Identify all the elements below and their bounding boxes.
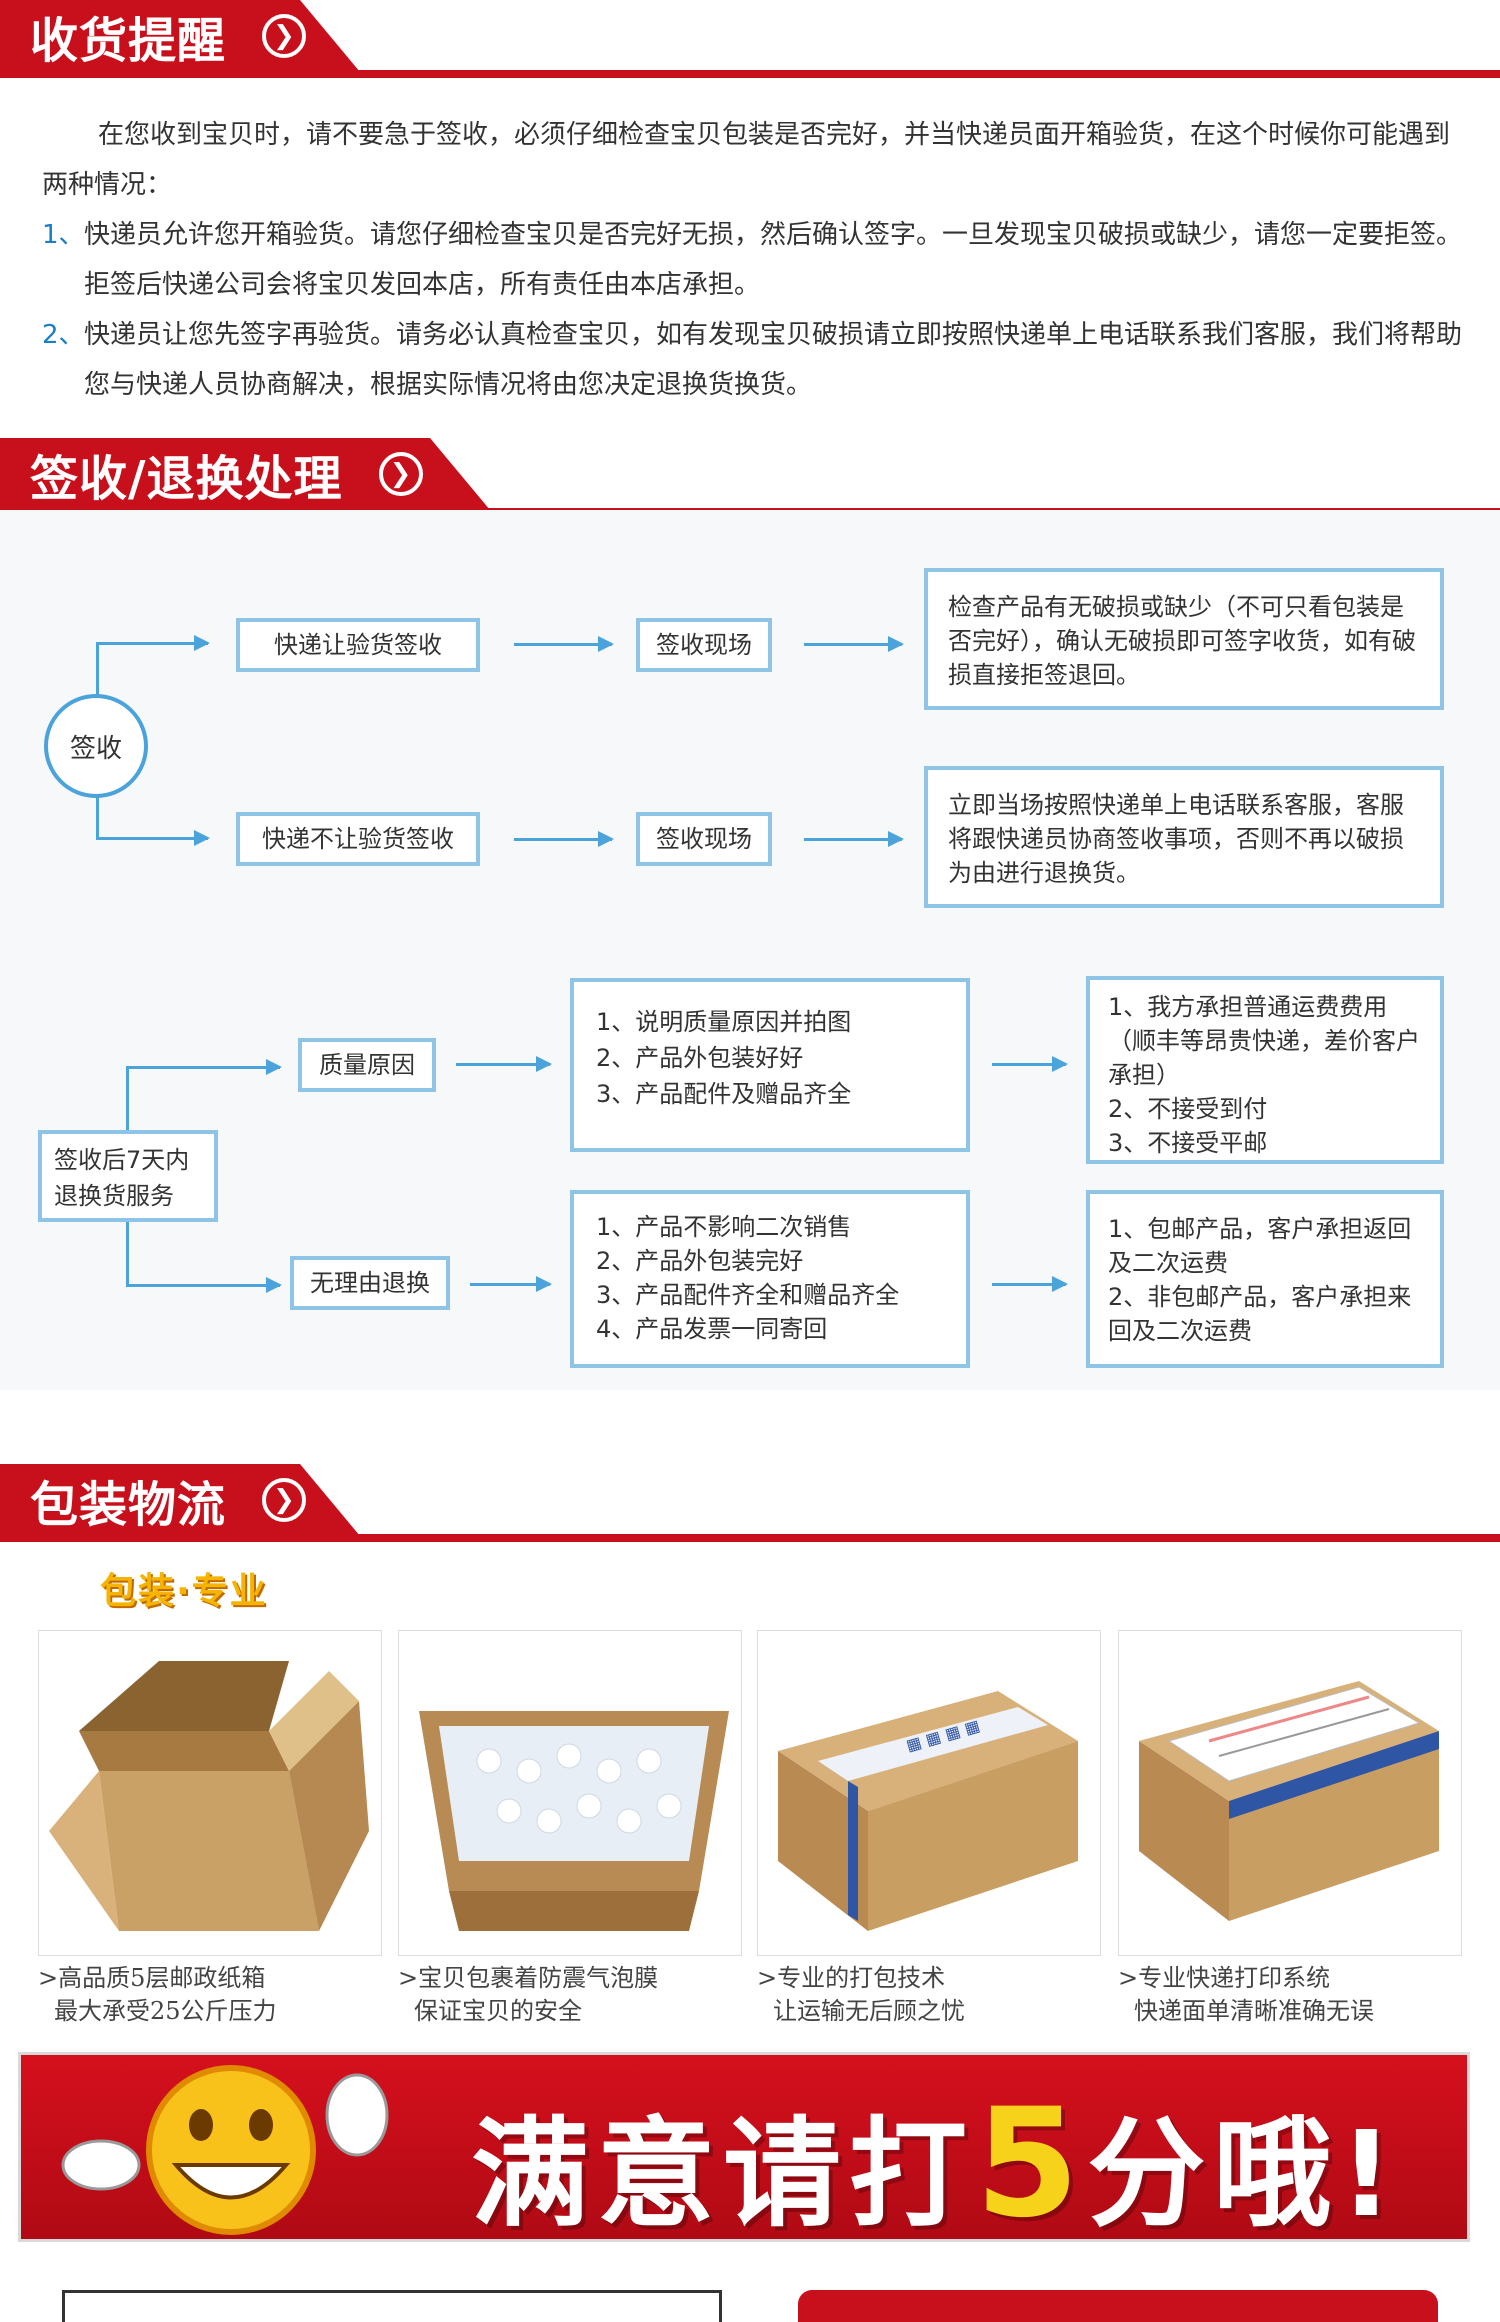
branch-label: 质量原因 <box>298 1038 436 1092</box>
step-box: 签收现场 <box>636 618 772 672</box>
photo-caption: >专业的打包技术 让运输无后顾之忧 <box>757 1962 1101 2028</box>
photo-bubble-wrap <box>398 1630 742 1956</box>
intro-text: 在您收到宝贝时，请不要急于签收，必须仔细检查宝贝包装是否完好，并当快递员面开箱验… <box>42 120 1451 200</box>
arrow <box>804 636 904 652</box>
list-item: 2、 快递员让您先签字再验货。请务必认真检查宝贝，如有发现宝贝破损请立即按照快递… <box>42 310 1462 410</box>
caption-line: >专业的打包技术 <box>757 1964 946 1992</box>
outcome-item: 2、非包邮产品，客户承担来回及二次运费 <box>1108 1283 1412 1345</box>
outcome-item: 2、不接受到付 <box>1108 1095 1268 1123</box>
item-text: 快递员让您先签字再验货。请务必认真检查宝贝，如有发现宝贝破损请立即按照快递单上电… <box>84 320 1463 400</box>
photo-open-box <box>38 1630 382 1956</box>
condition-item: 4、产品发票一同寄回 <box>596 1315 828 1343</box>
caption-line: >高品质5层邮政纸箱 <box>38 1964 266 1992</box>
conditions-box: 1、说明质量原因并拍图 2、产品外包装好好 3、产品配件及赠品齐全 <box>570 978 970 1152</box>
arrow <box>126 1277 282 1293</box>
section-divider <box>0 70 1500 78</box>
caption-line: >专业快递打印系统 <box>1118 1964 1331 1992</box>
arrow <box>514 831 614 847</box>
section-title: 签收/退换处理 <box>30 451 343 507</box>
service-panel <box>798 2290 1438 2322</box>
branch-label: 快递不让验货签收 <box>236 812 480 866</box>
sign-node: 签收 <box>44 694 148 798</box>
caption-line: 让运输无后顾之忧 <box>773 1997 965 2025</box>
outcome-item: 1、我方承担普通运费费用（顺丰等昂贵快递，差价客户承担） <box>1108 993 1420 1089</box>
arrow <box>470 1276 552 1292</box>
result-box: 检查产品有无破损或缺少（不可只看包装是否完好），确认无破损即可签字收货，如有破损… <box>924 568 1444 710</box>
outcome-item: 1、包邮产品，客户承担返回及二次运费 <box>1108 1215 1412 1277</box>
caption-line: 保证宝贝的安全 <box>414 1997 582 2025</box>
rating-banner: 满意请打5分哦! <box>18 2052 1470 2251</box>
condition-item: 1、说明质量原因并拍图 <box>596 1008 852 1036</box>
section-title: 收货提醒 <box>30 13 227 69</box>
slogan-text: 满意请打 <box>471 2105 976 2243</box>
step-box: 签收现场 <box>636 812 772 866</box>
arrow <box>126 1059 282 1075</box>
condition-item: 1、产品不影响二次销售 <box>596 1213 852 1241</box>
branch-label: 快递让验货签收 <box>236 618 480 672</box>
arrow <box>96 635 210 651</box>
section-tab: 签收/退换处理 ❯ <box>0 438 490 510</box>
item-text: 快递员允许您开箱验货。请您仔细检查宝贝是否完好无损，然后确认签字。一旦发现宝贝破… <box>84 220 1463 300</box>
chevron-right-icon[interactable]: ❯ <box>262 1478 306 1522</box>
arrow <box>992 1056 1068 1072</box>
result-box: 立即当场按照快递单上电话联系客服，客服将跟快递员协商签收事项，否则不再以破损为由… <box>924 766 1444 908</box>
arrow <box>96 830 210 846</box>
photo-caption: >宝贝包裹着防震气泡膜 保证宝贝的安全 <box>398 1962 742 2028</box>
section-divider <box>0 1534 1500 1542</box>
arrow <box>804 831 904 847</box>
section-tab: 包装物流 ❯ <box>0 1464 360 1536</box>
packaging-subtitle: 包装·专业 <box>100 1571 268 1612</box>
arrow <box>456 1056 552 1072</box>
photo-labeled-box <box>1118 1630 1462 1956</box>
caption-line: >宝贝包裹着防震气泡膜 <box>398 1964 659 1992</box>
condition-item: 2、产品外包装完好 <box>596 1247 804 1275</box>
condition-item: 2、产品外包装好好 <box>596 1044 804 1072</box>
chevron-right-icon[interactable]: ❯ <box>379 452 423 496</box>
rating-panel <box>62 2290 722 2322</box>
outcome-item: 3、不接受平邮 <box>1108 1129 1268 1157</box>
photo-caption: >高品质5层邮政纸箱 最大承受25公斤压力 <box>38 1962 382 2028</box>
slogan-five: 5 <box>975 2077 1088 2251</box>
thumbs-up-smiley-icon <box>61 2065 389 2235</box>
branch-label: 无理由退换 <box>290 1256 450 1310</box>
returns-root: 签收后7天内退换货服务 <box>38 1130 218 1222</box>
section-header-receipt: 收货提醒 ❯ <box>0 0 1500 78</box>
caption-line: 快递面单清晰准确无误 <box>1134 1997 1374 2025</box>
receipt-instructions: 在您收到宝贝时，请不要急于签收，必须仔细检查宝贝包装是否完好，并当快递员面开箱验… <box>42 110 1462 410</box>
photo-taped-box: ▦ ▦ ▦ ▦ <box>757 1630 1101 1956</box>
section-tab: 收货提醒 ❯ <box>0 0 360 72</box>
chevron-right-icon[interactable]: ❯ <box>262 14 306 58</box>
outcomes-box: 1、我方承担普通运费费用（顺丰等昂贵快递，差价客户承担） 2、不接受到付 3、不… <box>1086 976 1444 1164</box>
caption-line: 最大承受25公斤压力 <box>54 1997 277 2025</box>
item-number: 2、 <box>42 320 85 350</box>
arrow <box>514 636 614 652</box>
photo-caption: >专业快递打印系统 快递面单清晰准确无误 <box>1118 1962 1462 2028</box>
conditions-box: 1、产品不影响二次销售 2、产品外包装完好 3、产品配件齐全和赠品齐全 4、产品… <box>570 1190 970 1368</box>
section-title: 包装物流 <box>30 1477 227 1533</box>
outcomes-box: 1、包邮产品，客户承担返回及二次运费 2、非包邮产品，客户承担来回及二次运费 <box>1086 1190 1444 1368</box>
item-number: 1、 <box>42 220 85 250</box>
arrow <box>992 1276 1068 1292</box>
slogan-text: 分哦! <box>1087 2105 1402 2243</box>
condition-item: 3、产品配件齐全和赠品齐全 <box>596 1281 900 1309</box>
section-header-returns: 签收/退换处理 ❯ <box>0 438 1500 516</box>
condition-item: 3、产品配件及赠品齐全 <box>596 1080 852 1108</box>
list-item: 1、 快递员允许您开箱验货。请您仔细检查宝贝是否完好无损，然后确认签字。一旦发现… <box>42 210 1462 310</box>
rating-slogan: 满意请打5分哦! <box>471 2077 1401 2251</box>
section-header-packaging: 包装物流 ❯ <box>0 1464 1500 1542</box>
